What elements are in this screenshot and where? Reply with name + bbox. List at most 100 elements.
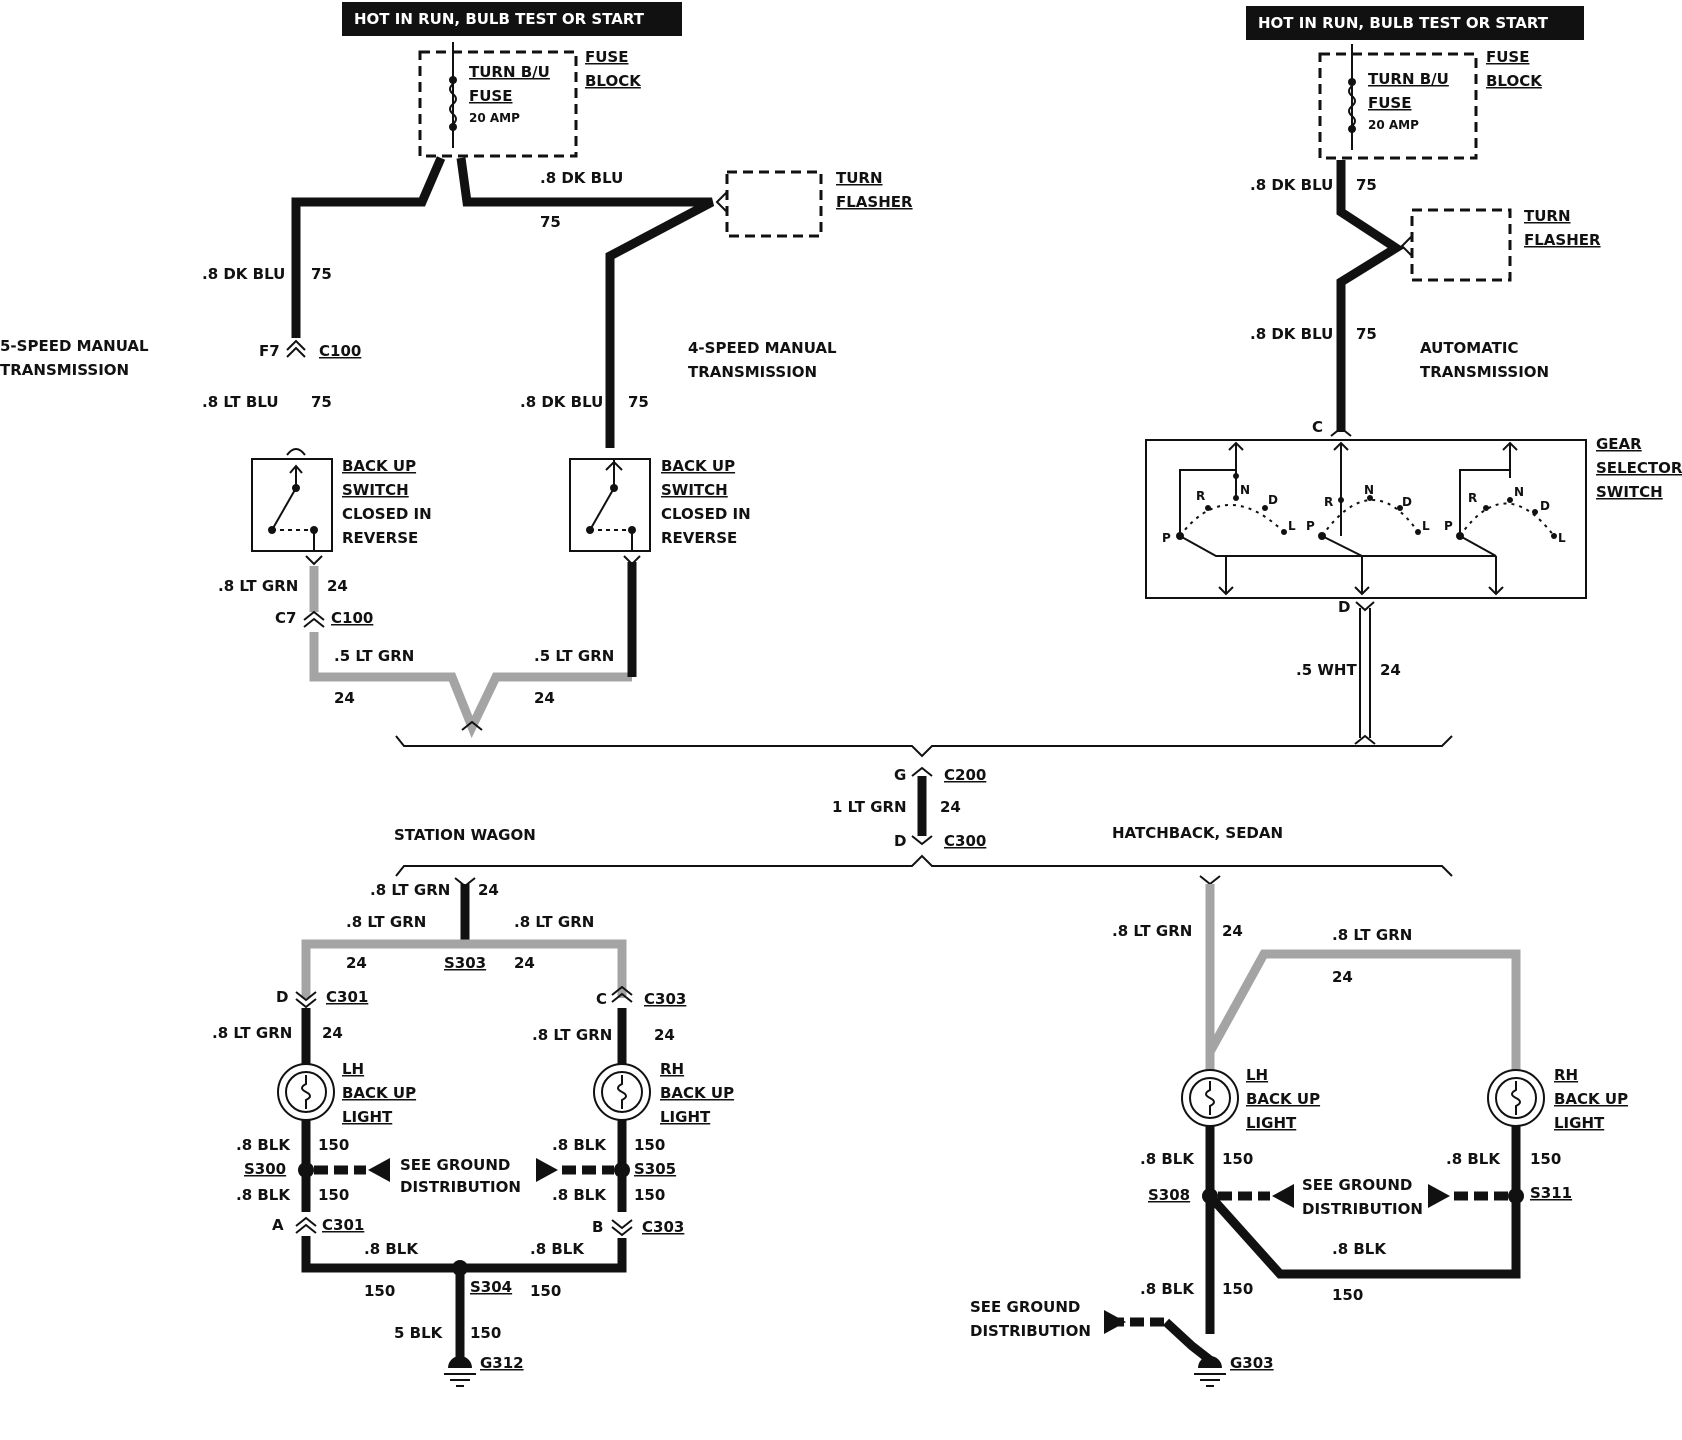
- splice-S305: S305: [634, 1160, 676, 1178]
- gear-pos-d-2: D: [1402, 495, 1412, 509]
- wire-left-feed-4spd: [456, 157, 715, 448]
- wire-circuit-24-hb-rh: 24: [1332, 968, 1353, 986]
- ground-dist-hatch-l1: SEE GROUND: [1302, 1176, 1412, 1194]
- gear-pos-p-2: P: [1306, 519, 1315, 533]
- wire-label-blk-sw-br: .8 BLK: [530, 1240, 585, 1258]
- pin-C-gear: C: [1312, 418, 1323, 436]
- connector-C300: C300: [944, 832, 986, 850]
- flasher-label-left-1: TURN: [836, 169, 883, 187]
- rh-light-hatch-l3: LIGHT: [1554, 1114, 1605, 1132]
- wire-label-ltgrn-sw-r: .8 LT GRN: [514, 913, 594, 931]
- wire-label-blk-hb-rh: .8 BLK: [1446, 1150, 1501, 1168]
- fuse-name-left: TURN B/U: [469, 63, 550, 81]
- wire-label-dkblu-4spd: .8 DK BLU: [520, 393, 603, 411]
- lh-light-wagon-l2: BACK UP: [342, 1084, 416, 1102]
- wire-circuit-24-wht: 24: [1380, 661, 1401, 679]
- wire-label-blk-sw-lh-1: .8 BLK: [236, 1136, 291, 1154]
- pin-B-C303: B: [592, 1218, 603, 1236]
- wire-circuit-24-sw-r: 24: [514, 954, 535, 972]
- wire-left-feed-5spd: [291, 156, 446, 338]
- brace-top: [395, 735, 1453, 758]
- turn-flasher-right: TURN FLASHER: [1400, 207, 1601, 282]
- wire-circuit-75-ltblu: 75: [311, 393, 332, 411]
- wire-circuit-75-auto-top: 75: [1356, 176, 1377, 194]
- wire-circuit-150-sw-lh-2: 150: [318, 1186, 349, 1204]
- wire-circuit-75-4spd: 75: [628, 393, 649, 411]
- gear-pos-d-3: D: [1540, 499, 1550, 513]
- fuse-block-label-right-2: BLOCK: [1486, 72, 1543, 90]
- connector-C301-top: C301: [326, 988, 368, 1006]
- wire-label-ltgrn-hb-rh: .8 LT GRN: [1332, 926, 1412, 944]
- ground-dist-hatch-l2: DISTRIBUTION: [1302, 1200, 1423, 1218]
- switch-4spd-l2: SWITCH: [661, 481, 728, 499]
- gear-label-2: SELECTOR: [1596, 459, 1682, 477]
- ground-dist-wagon-l2: DISTRIBUTION: [400, 1178, 521, 1196]
- splice-S308: S308: [1148, 1186, 1190, 1204]
- pin-G-C200: G: [894, 766, 906, 784]
- wire-circuit-150-sw-lh-1: 150: [318, 1136, 349, 1154]
- wire-label-blk-hb-ground: .8 BLK: [1140, 1280, 1195, 1298]
- banner-left: [342, 2, 682, 36]
- gear-label-1: GEAR: [1596, 435, 1642, 453]
- splice-S303: S303: [444, 954, 486, 972]
- fuse-rating-right: 20 AMP: [1368, 118, 1419, 132]
- wire-label-ltgrn5-left: .5 LT GRN: [334, 647, 414, 665]
- gear-selector-switch: P R N D L P R N D L P R N D L: [1145, 439, 1587, 599]
- gear-label-3: SWITCH: [1596, 483, 1663, 501]
- splice-dot-S305: [614, 1162, 630, 1178]
- wire-circuit-75-5spd: 75: [311, 265, 332, 283]
- gear-pos-p-3: P: [1444, 519, 1453, 533]
- pin-D-C300: D: [894, 832, 906, 850]
- backup-switch-4spd: BACK UP SWITCH CLOSED IN REVERSE: [569, 457, 751, 566]
- rh-light-hatch-l1: RH: [1554, 1066, 1578, 1084]
- wire-circuit-75-auto: 75: [1356, 325, 1377, 343]
- wire-label-ltgrn-sw-top: .8 LT GRN: [370, 881, 450, 899]
- lh-light-wagon-l1: LH: [342, 1060, 364, 1078]
- ground-dist-g303-l2: DISTRIBUTION: [970, 1322, 1091, 1340]
- section-station-wagon: STATION WAGON: [394, 826, 536, 844]
- wire-label-ltgrn-hb-lh: .8 LT GRN: [1112, 922, 1192, 940]
- wire-circuit-24-right-low: 24: [534, 689, 555, 707]
- lh-light-hatch-l3: LIGHT: [1246, 1114, 1297, 1132]
- section-4speed-2: TRANSMISSION: [688, 363, 817, 381]
- pin-D-gear: D: [1338, 598, 1350, 616]
- wire-label-blk-sw-rh-2: .8 BLK: [552, 1186, 607, 1204]
- section-5speed-2: TRANSMISSION: [0, 361, 129, 379]
- wire-auto-feed: [1336, 160, 1405, 432]
- gear-pos-l-1: L: [1288, 519, 1296, 533]
- wire-label-dkblu-top: .8 DK BLU: [540, 169, 623, 187]
- wire-label-blk-sw-rh-1: .8 BLK: [552, 1136, 607, 1154]
- wire-circuit-24-sw-l: 24: [346, 954, 367, 972]
- wire-label-blk-hb-bottom: .8 BLK: [1332, 1240, 1387, 1258]
- section-4speed-1: 4-SPEED MANUAL: [688, 339, 837, 357]
- ground-dist-g303-l1: SEE GROUND: [970, 1298, 1080, 1316]
- wire-ltgrn-5spd-low: [309, 632, 632, 739]
- wire-label-ltblu: .8 LT BLU: [202, 393, 279, 411]
- fuse-block-left: TURN B/U FUSE 20 AMP FUSE BLOCK: [418, 42, 642, 158]
- switch-5spd-l3: CLOSED IN: [342, 505, 432, 523]
- wire-label-dkblu-auto-top: .8 DK BLU: [1250, 176, 1333, 194]
- backup-switch-5spd: BACK UP SWITCH CLOSED IN REVERSE: [251, 448, 432, 566]
- wire-circuit-150-sw-br: 150: [530, 1282, 561, 1300]
- wire-label-wht: .5 WHT: [1296, 661, 1357, 679]
- pin-F7: F7: [259, 342, 280, 360]
- ground-dist-wagon-l1: SEE GROUND: [400, 1156, 510, 1174]
- fuse-block-right: TURN B/U FUSE 20 AMP FUSE BLOCK: [1318, 44, 1543, 160]
- wire-label-blk-sw-bl: .8 BLK: [364, 1240, 419, 1258]
- fuse-word-left: FUSE: [469, 87, 512, 105]
- lh-light-wagon-l3: LIGHT: [342, 1108, 393, 1126]
- wire-circuit-150-hb-rh: 150: [1530, 1150, 1561, 1168]
- wire-circuit-150-sw-rh-1: 150: [634, 1136, 665, 1154]
- connector-C303-top: C303: [644, 990, 686, 1008]
- flasher-label-right-1: TURN: [1524, 207, 1571, 225]
- wire-circuit-24-sw-lh: 24: [322, 1024, 343, 1042]
- gear-pos-l-2: L: [1422, 519, 1430, 533]
- switch-4spd-l4: REVERSE: [661, 529, 737, 547]
- section-5speed-1: 5-SPEED MANUAL: [0, 337, 149, 355]
- gear-pos-p-1: P: [1162, 531, 1171, 545]
- brace-bottom: [395, 854, 1453, 877]
- gear-pos-r-3: R: [1468, 491, 1477, 505]
- flasher-label-left-2: FLASHER: [836, 193, 913, 211]
- wire-label-dkblu-5spd: .8 DK BLU: [202, 265, 285, 283]
- connector-C200: C200: [944, 766, 986, 784]
